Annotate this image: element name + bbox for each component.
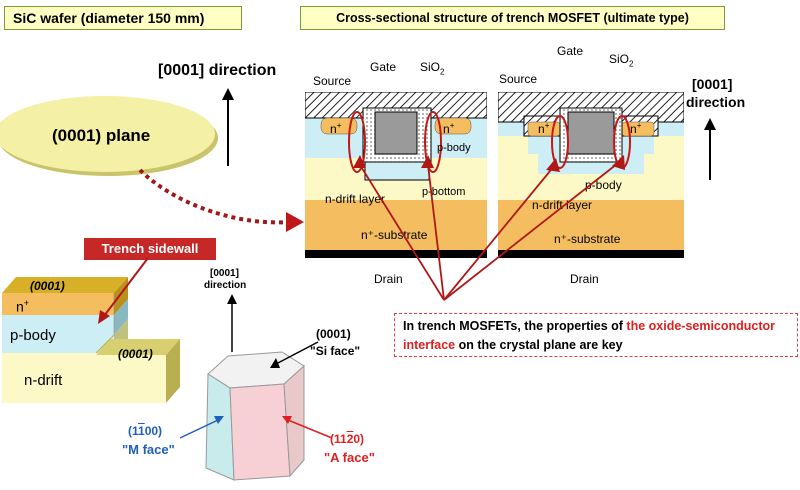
hexagonal-crystal xyxy=(205,351,305,481)
mosfet-title: Cross-sectional structure of trench MOSF… xyxy=(300,6,725,30)
crystal-a-face-arrow xyxy=(282,416,333,439)
trench-pbody-label: p-body xyxy=(10,327,56,344)
mosfet-left-ndrift-label: n-drift layer xyxy=(325,192,386,206)
mosfet-left-drain-label: Drain xyxy=(374,272,403,286)
trench-sidewall-label: Trench sidewall xyxy=(84,238,216,260)
trench-nplus-label: n+ xyxy=(16,298,30,315)
mosfet-left-nplus-left-label: n+ xyxy=(330,121,342,136)
crystal-si-face-arrow xyxy=(270,341,319,368)
mosfet-left-gate-label: Gate xyxy=(370,60,397,74)
mosfet-left-nplus-left-text: n xyxy=(330,122,337,136)
crystal-m-face-name: "M face" xyxy=(122,442,175,457)
trench-block-3d xyxy=(2,277,180,403)
wafer-plane-label: (0001) plane xyxy=(52,126,151,145)
mosfet-left-pbottom-label: p-bottom xyxy=(422,186,466,198)
mosfet-right-drain-label: Drain xyxy=(570,272,599,286)
wafer-direction-label: [0001] direction xyxy=(158,62,277,79)
crystal-direction-arrow xyxy=(227,294,237,352)
mosfet-right-nplus-right-text: n xyxy=(630,122,637,136)
crystal-direction-label-line2: direction xyxy=(204,280,247,291)
wafer-to-mosfet-arrow xyxy=(138,168,304,232)
mosfet-right-nplus-left-label: n+ xyxy=(538,121,550,136)
crystal-m-face-arrow xyxy=(179,416,224,439)
mosfet-right-source-label: Source xyxy=(499,72,538,86)
mosfet-direction-label-line1: [0001] xyxy=(692,76,733,92)
mosfet-right-nsubstrate-label: n⁺-substrate xyxy=(554,232,621,246)
mosfet-left-cross-section xyxy=(305,92,487,258)
mosfet-right-sio2-label: SiO2 xyxy=(609,52,634,69)
key-note-highlight: the oxide-semiconductor interface xyxy=(403,319,776,352)
mosfet-right-gate-label: Gate xyxy=(557,44,584,58)
crystal-a-face-name: "A face" xyxy=(324,450,375,465)
mosfet-right-ndrift-label: n-drift layer xyxy=(532,198,593,212)
mosfet-right-sio2-text: SiO xyxy=(609,52,630,66)
key-note-box: In trench MOSFETs, the properties of the… xyxy=(394,313,798,357)
wafer-direction-arrow xyxy=(222,88,234,166)
mosfet-right-cross-section xyxy=(498,92,684,258)
mosfet-right-nplus-right-label: n+ xyxy=(630,121,642,136)
mosfet-direction-arrow xyxy=(704,118,716,180)
crystal-direction-label-line1: [0001] xyxy=(210,268,239,279)
key-note-part2: on the crystal plane are key xyxy=(455,338,623,352)
wafer-illustration xyxy=(0,96,218,176)
crystal-si-face-plane: (0001) xyxy=(316,327,351,341)
mosfet-left-source-label: Source xyxy=(313,74,352,88)
mosfet-left-nplus-right-text: n xyxy=(443,122,450,136)
mosfet-left-nsubstrate-label: n⁺-substrate xyxy=(361,228,428,242)
trench-bottom-face-label: (0001) xyxy=(118,347,153,361)
mosfet-left-sio2-text: SiO xyxy=(420,60,441,74)
crystal-si-face-name: "Si face" xyxy=(310,344,361,358)
mosfet-right-nplus-left-text: n xyxy=(538,122,545,136)
crystal-m-face-plane: (1100) xyxy=(128,424,163,438)
trench-nplus-text: n xyxy=(16,298,24,315)
mosfet-left-sio2-label: SiO2 xyxy=(420,60,445,77)
key-note-part1: In trench MOSFETs, the properties of xyxy=(403,319,627,333)
mosfet-left-pbody-label: p-body xyxy=(437,142,471,154)
mosfet-left-nplus-right-label: n+ xyxy=(443,121,455,136)
trench-top-face-label: (0001) xyxy=(30,279,65,293)
wafer-title: SiC wafer (diameter 150 mm) xyxy=(4,6,242,30)
crystal-a-face-plane: (1120) xyxy=(330,432,365,446)
trench-ndrift-label: n-drift xyxy=(24,372,63,389)
mosfet-direction-label-line2: direction xyxy=(686,94,746,110)
